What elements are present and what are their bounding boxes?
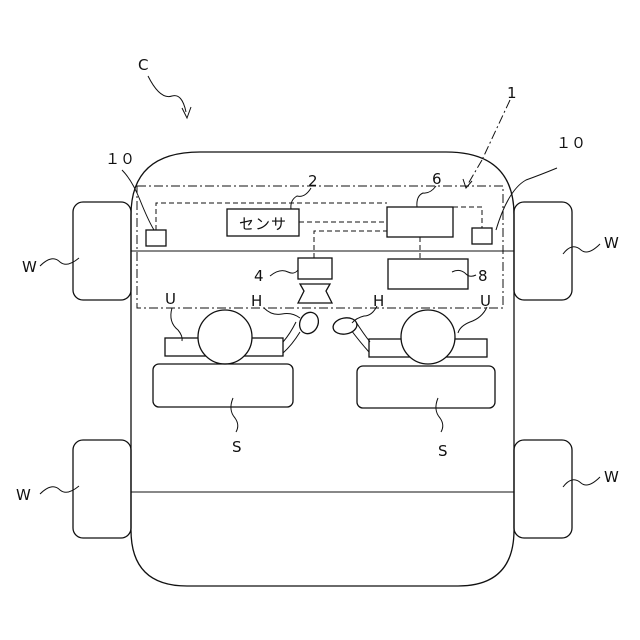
leader-occupant-right [458,307,487,333]
label-seat-right: S [438,442,448,460]
label-system: 1 [507,84,517,102]
vehicle-body [131,152,514,586]
controller-box [387,207,453,237]
label-sensor-ref: 2 [308,172,318,190]
seat-right [357,366,495,408]
leader-wheel-rr [563,477,600,487]
label-side-sensor-left: １０ [105,150,135,168]
side-sensor-right [472,228,492,244]
label-controller-ref: 6 [432,170,442,188]
sensor-text: センサ [239,215,287,233]
leader-system [482,100,510,160]
wire-right-sensor [453,207,482,228]
leader-side-left [122,170,154,230]
label-hand-left: H [251,292,262,310]
label-camera-ref: 4 [254,267,264,285]
label-wheel-fl: W [22,258,37,276]
wheel-rear-left [73,440,131,538]
wheel-front-right [514,202,572,300]
label-occupant-right: U [480,292,491,310]
camera-top [298,258,332,279]
leader-hand-left [264,308,300,318]
leader-sensor [291,188,311,209]
label-hand-right: H [373,292,384,310]
label-seat-left: S [232,438,242,456]
occupant-head-right [401,310,455,364]
leader-seat-right [436,398,443,432]
leader-system-b [468,160,482,184]
unit-box [388,259,468,289]
seat-left [153,364,293,407]
wire-camera [314,231,387,258]
leader-controller [417,186,436,207]
occupant-head-left [198,310,252,364]
camera-bottom [298,284,332,303]
label-vehicle: C [138,56,148,74]
label-wheel-rr: W [604,468,619,486]
arrow-head-vehicle [182,107,191,118]
arm-left [283,332,300,353]
hand-right [332,316,358,336]
label-wheel-rl: W [16,486,31,504]
leader-vehicle [148,76,186,112]
leader-camera [270,270,298,276]
leader-seat-left [231,398,238,432]
leader-occupant-left [171,308,182,341]
label-side-sensor-right: １０ [556,134,586,152]
label-wheel-fr: W [604,234,619,252]
leader-wheel-fr [563,244,600,254]
label-unit-ref: 8 [478,267,488,285]
arm-right [351,330,369,352]
side-sensor-left [146,230,166,246]
arm-left-inner [283,322,296,342]
wheel-front-left [73,202,131,300]
label-occupant-left: U [165,290,176,308]
wheel-rear-right [514,440,572,538]
